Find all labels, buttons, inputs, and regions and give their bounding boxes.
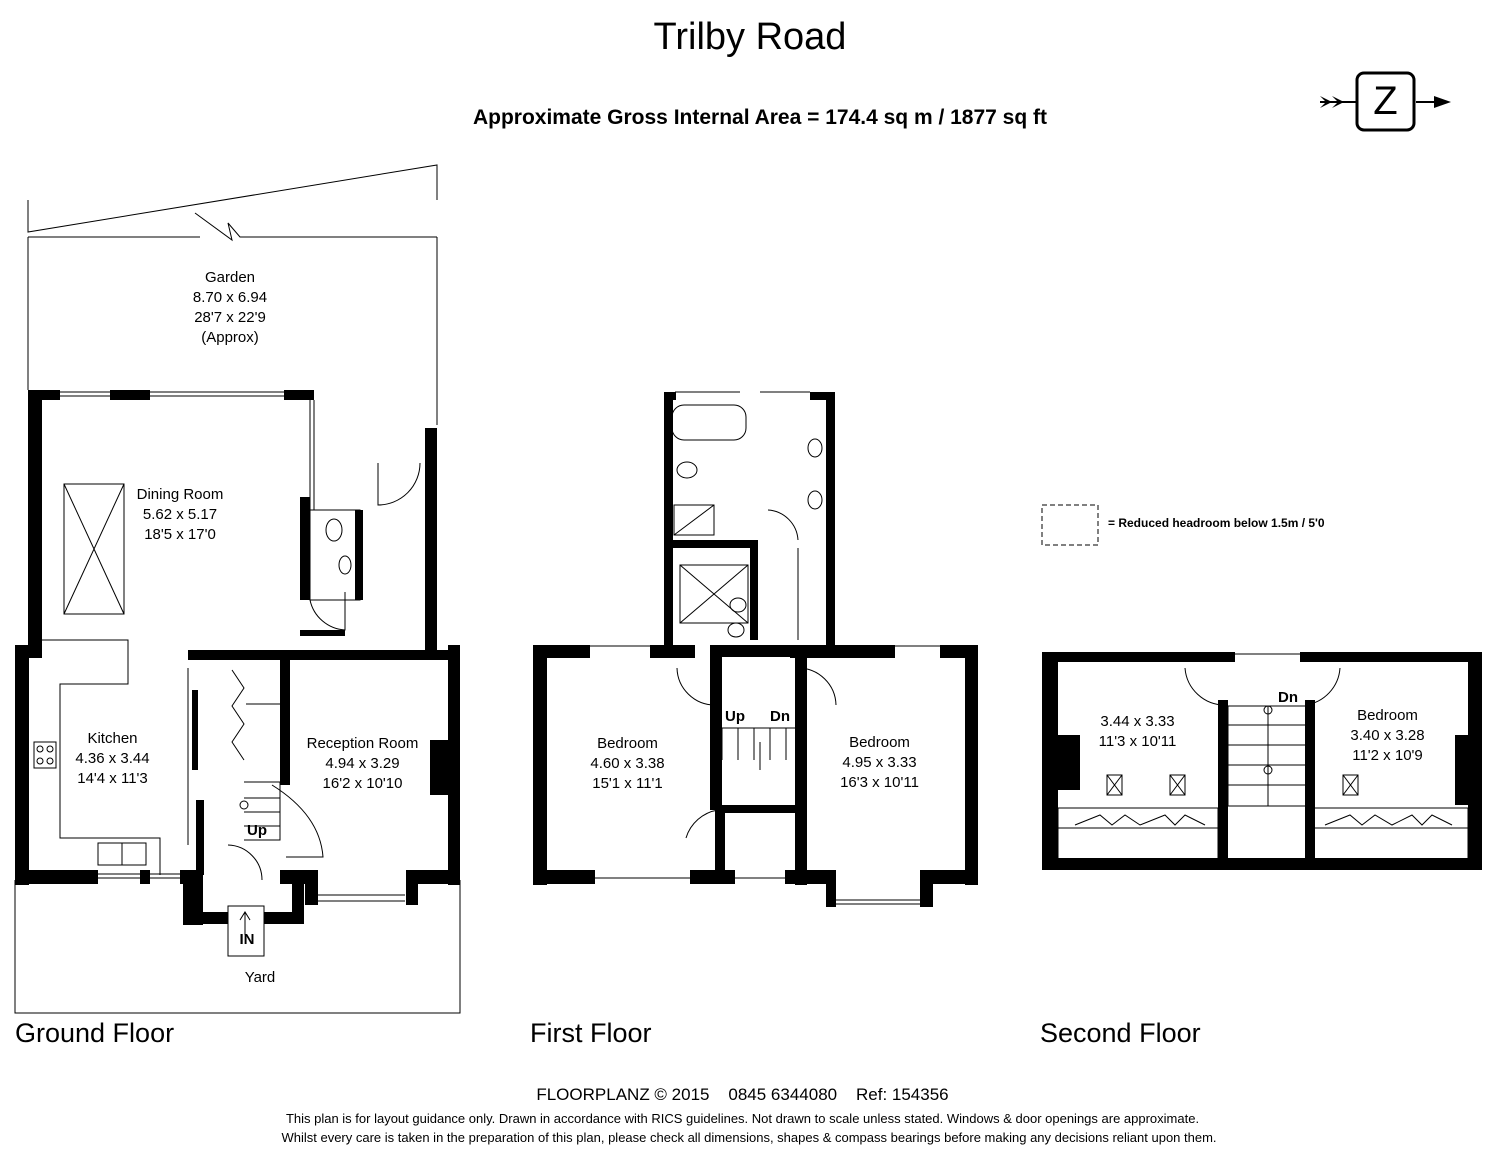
headroom-legend-box [1041, 504, 1099, 546]
room-garden: Garden 8.70 x 6.94 28'7 x 22'9 (Approx) [170, 268, 290, 348]
stairs-down-label: Dn [1278, 689, 1298, 706]
room-imperial: 15'1 x 11'1 [592, 775, 663, 792]
room-metric: 4.60 x 3.38 [590, 755, 665, 772]
room-metric: 3.40 x 3.28 [1350, 727, 1425, 744]
yard-boundary [14, 880, 461, 1014]
room-imperial: 18'5 x 17'0 [144, 526, 216, 543]
room-imperial: 11'3 x 10'11 [1098, 733, 1177, 750]
floor-label-first: First Floor [530, 1018, 652, 1048]
gross-area: Approximate Gross Internal Area = 174.4 … [472, 106, 1048, 129]
entrance-label: IN [239, 931, 255, 948]
compass-icon: Z [1318, 70, 1453, 134]
room-metric: 4.95 x 3.33 [842, 754, 917, 771]
stairs-down-label: Dn [770, 708, 790, 725]
page-title: Trilby Road [653, 16, 847, 58]
room-metric: 4.94 x 3.29 [325, 755, 400, 772]
footer-company: FLOORPLANZ © 2015 0845 6344080 Ref: 1543… [536, 1085, 949, 1104]
floor-label-ground: Ground Floor [15, 1018, 175, 1048]
stairs-up-label: Up [725, 708, 745, 725]
room-note: (Approx) [201, 329, 259, 346]
room-bedroom-second: Bedroom 3.40 x 3.28 11'2 x 10'9 [1335, 706, 1440, 766]
room-imperial: 16'2 x 10'10 [322, 775, 403, 792]
room-imperial: 11'2 x 10'9 [1352, 747, 1423, 764]
room-metric: 4.36 x 3.44 [75, 750, 150, 767]
stairs-up-label: Up [247, 822, 267, 839]
footer-disclaimer-1: This plan is for layout guidance only. D… [285, 1111, 1200, 1126]
room-name: Dining Room [136, 486, 224, 503]
bath [671, 404, 747, 441]
room-imperial: 16'3 x 10'11 [840, 774, 919, 791]
room-bedroom-first-right: Bedroom 4.95 x 3.33 16'3 x 10'11 [822, 733, 937, 793]
room-bedroom-first-left: Bedroom 4.60 x 3.38 15'1 x 11'1 [570, 734, 685, 794]
hob [33, 741, 57, 769]
room-metric: 3.44 x 3.33 [1100, 713, 1175, 730]
room-name: Bedroom [1357, 707, 1418, 724]
room-metric: 5.62 x 5.17 [142, 506, 218, 523]
room-name: Garden [204, 269, 256, 286]
floor-label-second: Second Floor [1040, 1018, 1201, 1048]
compass-letter: Z [1373, 79, 1398, 123]
skylight [63, 483, 125, 615]
room-second-left: 3.44 x 3.33 11'3 x 10'11 [1085, 712, 1190, 752]
headroom-legend: = Reduced headroom below 1.5m / 5'0 [1108, 516, 1325, 530]
room-kitchen: Kitchen 4.36 x 3.44 14'4 x 11'3 [55, 729, 170, 789]
footer-disclaimer-2: Whilst every care is taken in the prepar… [281, 1130, 1217, 1145]
room-name: Reception Room [306, 735, 419, 752]
garden-boundary-top [27, 164, 438, 233]
room-dining: Dining Room 5.62 x 5.17 18'5 x 17'0 [120, 485, 240, 545]
room-name: Bedroom [597, 735, 658, 752]
room-imperial: 28'7 x 22'9 [194, 309, 266, 326]
room-yard: Yard [244, 969, 276, 986]
room-name: Kitchen [87, 730, 138, 747]
room-reception: Reception Room 4.94 x 3.29 16'2 x 10'10 [295, 734, 430, 794]
room-imperial: 14'4 x 11'3 [77, 770, 148, 787]
room-name: Bedroom [849, 734, 910, 751]
room-metric: 8.70 x 6.94 [192, 289, 268, 306]
